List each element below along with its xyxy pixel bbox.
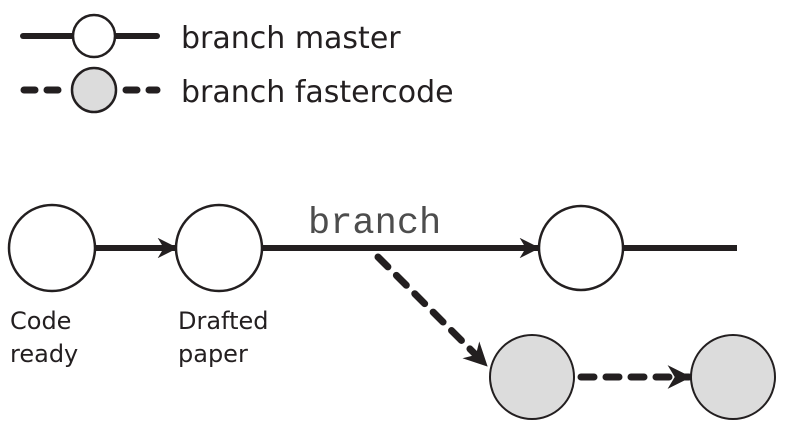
legend-item-fastercode: branch fastercode [20, 66, 454, 114]
branch-label: branch [308, 203, 441, 245]
legend-fastercode-node [70, 66, 118, 114]
node-code-ready [7, 203, 97, 293]
node-fastercode-1 [489, 334, 575, 420]
node-drafted-paper [174, 203, 264, 293]
node-label-drafted-paper-line-2: paper [178, 340, 248, 368]
node-label-drafted-paper-line-1: Drafted [178, 307, 269, 335]
node-master-next [537, 204, 625, 292]
legend-master-label: branch master [181, 21, 401, 56]
edge-branch-to-fastercode-1 [374, 253, 490, 369]
legend-fastercode-label: branch fastercode [181, 75, 454, 110]
node-labels: Code ready Drafted paper [10, 307, 269, 368]
fastercode-edges [374, 253, 693, 389]
legend-master-node [71, 13, 117, 59]
node-fastercode-2 [690, 334, 776, 420]
fastercode-nodes [489, 334, 776, 420]
legend-item-master: branch master [20, 13, 401, 59]
node-label-code-ready-line-2: ready [10, 340, 78, 368]
legend: branch master branch fastercode [20, 13, 454, 114]
master-nodes [7, 203, 625, 293]
node-label-code-ready-line-1: Code [10, 307, 71, 335]
